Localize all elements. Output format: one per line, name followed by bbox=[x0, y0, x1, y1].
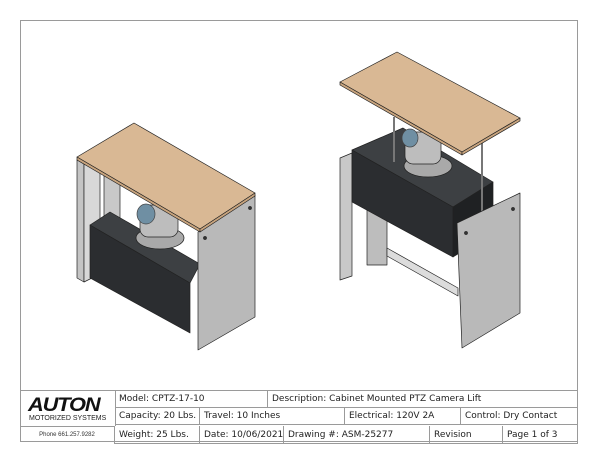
travel-field: Travel: 10 Inches bbox=[200, 408, 345, 425]
description-field: Description: Cabinet Mounted PTZ Camera … bbox=[268, 391, 578, 408]
lift-retracted-view bbox=[76, 122, 256, 351]
model-field: Model: CPTZ-17-10 bbox=[115, 391, 268, 408]
weight-field: Weight: 25 Lbs. bbox=[115, 426, 200, 444]
lift-extended-view bbox=[339, 51, 521, 349]
left-side-panel bbox=[76, 159, 85, 283]
date-field: Date: 10/06/2021 bbox=[200, 426, 284, 444]
company-phone: Phone 661.257.9282 bbox=[20, 426, 115, 444]
control-field: Control: Dry Contact bbox=[461, 408, 578, 425]
right-side-panel bbox=[456, 192, 521, 349]
revision-field: Revision bbox=[430, 426, 503, 444]
company-logo: AUTON MOTORIZED SYSTEMS bbox=[20, 391, 116, 426]
left-side-panel bbox=[339, 152, 353, 281]
page-number-field: Page 1 of 3 bbox=[503, 426, 578, 444]
capacity-field: Capacity: 20 Lbs. bbox=[115, 408, 200, 425]
camera-lens-icon bbox=[401, 128, 419, 148]
drawing-number-field: Drawing #: ASM-25277 bbox=[284, 426, 430, 444]
drawing-border bbox=[20, 20, 578, 442]
title-block: AUTON MOTORIZED SYSTEMS Phone 661.257.92… bbox=[20, 390, 578, 444]
electrical-field: Electrical: 120V 2A bbox=[345, 408, 461, 425]
bottom-frame-bar bbox=[386, 247, 459, 297]
camera-box-front bbox=[89, 224, 191, 334]
camera-lens-icon bbox=[136, 203, 156, 225]
